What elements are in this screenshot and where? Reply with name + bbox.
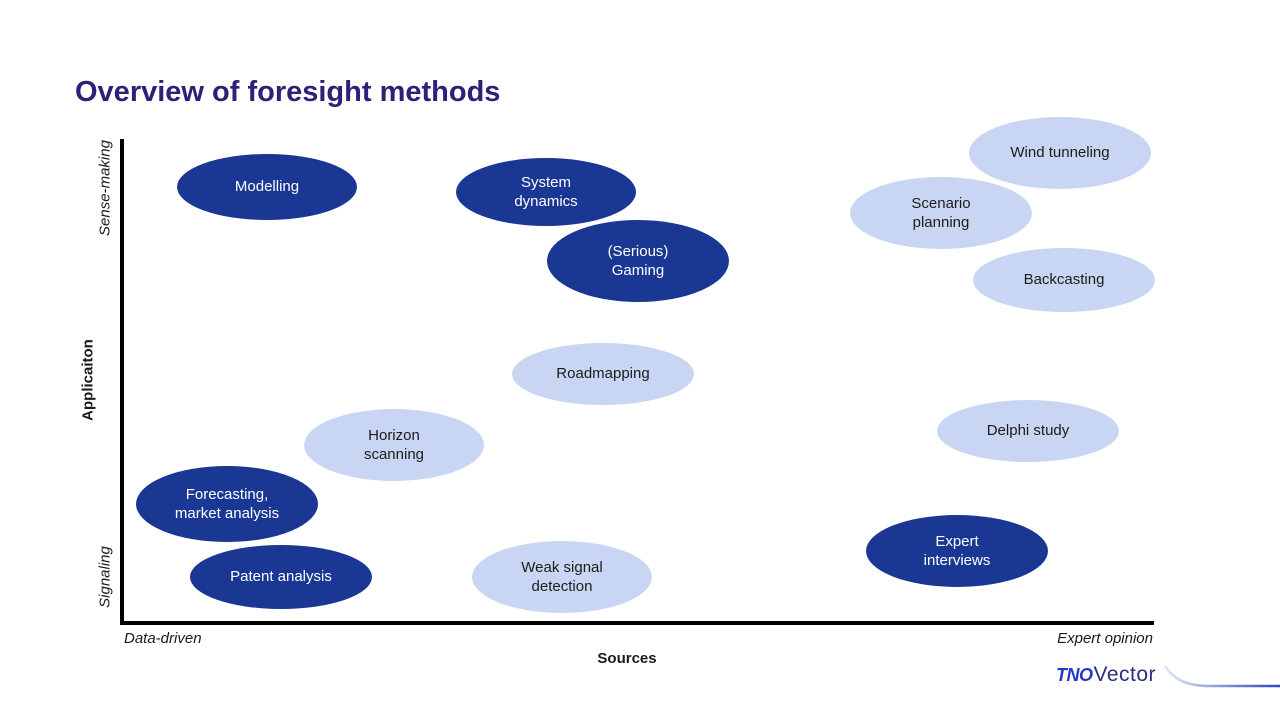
method-weak-signal-detection: Weak signal detection — [472, 541, 652, 613]
method-system-dynamics: System dynamics — [456, 158, 636, 226]
method-patent-analysis: Patent analysis — [190, 545, 372, 609]
method-modelling: Modelling — [177, 154, 357, 220]
page-title: Overview of foresight methods — [75, 76, 501, 108]
y-axis-line — [120, 139, 124, 625]
method-backcasting: Backcasting — [973, 248, 1155, 312]
method-forecasting-market-analysis: Forecasting, market analysis — [136, 466, 318, 542]
x-axis-line — [120, 621, 1154, 625]
y-axis-title: Applicaiton — [79, 339, 97, 421]
tno-logo-text: TNO — [1056, 665, 1093, 685]
method-horizon-scanning: Horizon scanning — [304, 409, 484, 481]
method-expert-interviews: Expert interviews — [866, 515, 1048, 587]
method-serious-gaming: (Serious) Gaming — [547, 220, 729, 302]
method-scenario-planning: Scenario planning — [850, 177, 1032, 249]
x-right-label: Expert opinion — [1057, 630, 1153, 647]
vector-logo-text: Vector — [1093, 663, 1157, 686]
y-top-label: Sense-making — [96, 140, 114, 236]
x-axis-title: Sources — [597, 650, 657, 667]
x-left-label: Data-driven — [124, 630, 202, 647]
method-wind-tunneling: Wind tunneling — [969, 117, 1151, 189]
logo-swoosh-line — [1163, 665, 1280, 688]
method-roadmapping: Roadmapping — [512, 343, 694, 405]
method-delphi-study: Delphi study — [937, 400, 1119, 462]
y-bottom-label: Signaling — [96, 546, 114, 608]
